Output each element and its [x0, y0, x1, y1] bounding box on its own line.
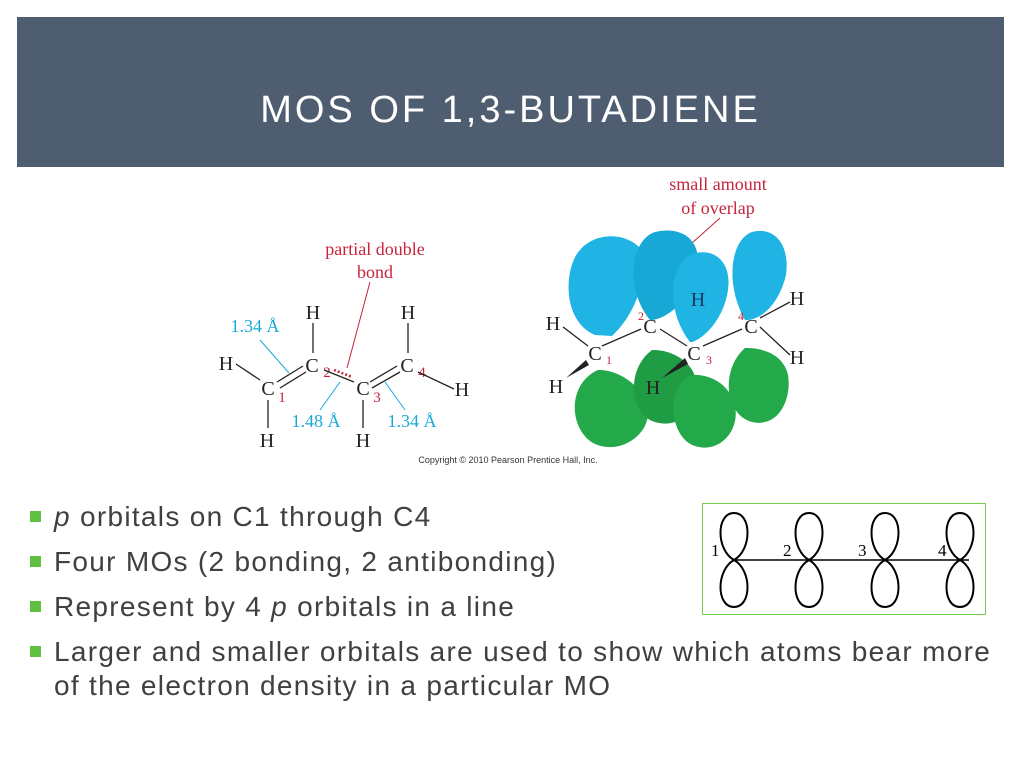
- atom-h-right-c4: H: [455, 379, 469, 401]
- ov-h-left-top: H: [546, 313, 560, 335]
- atom-c1-number: 1: [278, 390, 286, 406]
- bullet-4-text: Larger and smaller orbitals are used to …: [54, 636, 992, 701]
- bond-134-right-pointer: [384, 381, 406, 411]
- atom-h-bottom-c1: H: [260, 430, 274, 452]
- bullet-1-text: orbitals on C1 through C4: [70, 501, 432, 532]
- atom-c4-number: 4: [418, 365, 426, 381]
- partial-bond-pointer: [346, 281, 371, 369]
- ov-h-left-bottom: H: [549, 376, 563, 398]
- ov-n4: 4: [738, 309, 744, 323]
- bond-134-left-pointer: [259, 339, 290, 374]
- orbital-label-3: 3: [858, 541, 867, 560]
- ov-n1: 1: [606, 353, 612, 367]
- copyright: Copyright © 2010 Pearson Prentice Hall, …: [418, 455, 597, 465]
- partial-bond-label-2: bond: [357, 262, 393, 282]
- overlap-atoms: H H C C C C H H H H: [546, 288, 804, 399]
- bullet-list: p orbitals on C1 through C4 Four MOs (2 …: [30, 500, 1010, 714]
- atom-c2: C: [305, 355, 318, 377]
- orbital-lobes: [719, 511, 975, 609]
- atom-c2-number: 2: [323, 365, 331, 381]
- orbital-label-1: 1: [711, 541, 720, 560]
- bullet-4: Larger and smaller orbitals are used to …: [30, 635, 1004, 703]
- p-orbital-1-up-lobe: [719, 511, 749, 562]
- atom-h-top-c2: H: [306, 302, 320, 324]
- structural-formula: partial double bond 1.34 Å 1.48 Å 1.34 Å…: [219, 239, 469, 452]
- ov-n2: 2: [638, 309, 644, 323]
- bond-length-148: 1.48 Å: [292, 411, 341, 431]
- bond-148-pointer: [319, 381, 341, 411]
- atom-c3-number: 3: [373, 390, 381, 406]
- bullet-1: p orbitals on C1 through C4: [30, 500, 734, 534]
- orbital-labels: 1 2 3 4: [711, 541, 947, 560]
- bond-length-134-left: 1.34 Å: [231, 316, 280, 336]
- ov-h-mid-top: H: [691, 289, 705, 311]
- title-bar: MOS OF 1,3-BUTADIENE: [17, 17, 1004, 167]
- bullet-3: Represent by 4 p orbitals in a line: [30, 590, 734, 624]
- atom-h-top-c4: H: [401, 302, 415, 324]
- ov-c3: C: [687, 343, 700, 365]
- p-orbital-diagram: 1 2 3 4: [702, 503, 986, 615]
- atom-h-bottom-c3: H: [356, 430, 370, 452]
- upper-lobe-c3: [673, 252, 729, 342]
- atom-c1: C: [261, 378, 274, 400]
- overlap-label-2: of overlap: [681, 198, 754, 218]
- bullet-3-text-a: Represent by 4: [54, 591, 272, 622]
- bullet-2-text: Four MOs (2 bonding, 2 antibonding): [54, 546, 558, 577]
- wedge-bond-left: [566, 360, 589, 378]
- wedge-bond-mid: [662, 358, 688, 378]
- bullet-1-italic: p: [54, 501, 71, 532]
- overlap-atom-numbers: 1 2 3 4: [606, 309, 744, 367]
- bullet-marker: [30, 601, 41, 612]
- p-orbital-1-down-lobe: [719, 558, 749, 609]
- ov-c1: C: [588, 343, 601, 365]
- ov-c2: C: [643, 316, 656, 338]
- bullet-2: Four MOs (2 bonding, 2 antibonding): [30, 545, 734, 579]
- ov-n3: 3: [706, 353, 712, 367]
- p-orbital-4-down-lobe: [945, 558, 975, 609]
- p-orbital-3-up-lobe: [870, 511, 900, 562]
- overlap-label-1: small amount: [669, 174, 767, 194]
- orbital-overlap-picture: small amount of overlap H H C C C C H H …: [546, 174, 804, 448]
- p-orbital-line: 1 2 3 4: [711, 511, 975, 609]
- slide-title: MOS OF 1,3-BUTADIENE: [260, 89, 761, 131]
- p-orbital-2-up-lobe: [794, 511, 824, 562]
- orbital-label-2: 2: [783, 541, 792, 560]
- bullet-3-italic: p: [271, 591, 289, 622]
- butadiene-figure: partial double bond 1.34 Å 1.48 Å 1.34 Å…: [219, 174, 804, 465]
- ov-h-right-top: H: [790, 288, 804, 310]
- atom-h-left-c1: H: [219, 353, 233, 375]
- partial-bond-dots: [333, 368, 353, 379]
- ov-h-right-bottom: H: [790, 347, 804, 369]
- bullet-marker: [30, 511, 41, 522]
- atom-c3: C: [356, 378, 369, 400]
- bond-length-134-right: 1.34 Å: [388, 411, 437, 431]
- p-orbital-3-down-lobe: [870, 558, 900, 609]
- upper-lobe-c4: [732, 230, 787, 320]
- ov-c4: C: [744, 316, 757, 338]
- bonds: [235, 323, 455, 428]
- lower-lobe-c4: [728, 348, 789, 423]
- p-orbital-4-up-lobe: [945, 511, 975, 562]
- orbital-label-4: 4: [938, 541, 947, 560]
- partial-bond-label-1: partial double: [325, 239, 424, 259]
- p-orbital-2-down-lobe: [794, 558, 824, 609]
- bullet-marker: [30, 646, 41, 657]
- bullet-marker: [30, 556, 41, 567]
- upper-lobe-c1: [568, 236, 644, 336]
- overlap-bonds: [562, 301, 791, 356]
- atom-c4: C: [400, 355, 413, 377]
- lower-lobe-c1: [574, 370, 649, 448]
- lower-lobe-c3: [673, 374, 736, 448]
- bullet-3-text-b: orbitals in a line: [288, 591, 516, 622]
- ov-h-mid-bottom: H: [646, 377, 660, 399]
